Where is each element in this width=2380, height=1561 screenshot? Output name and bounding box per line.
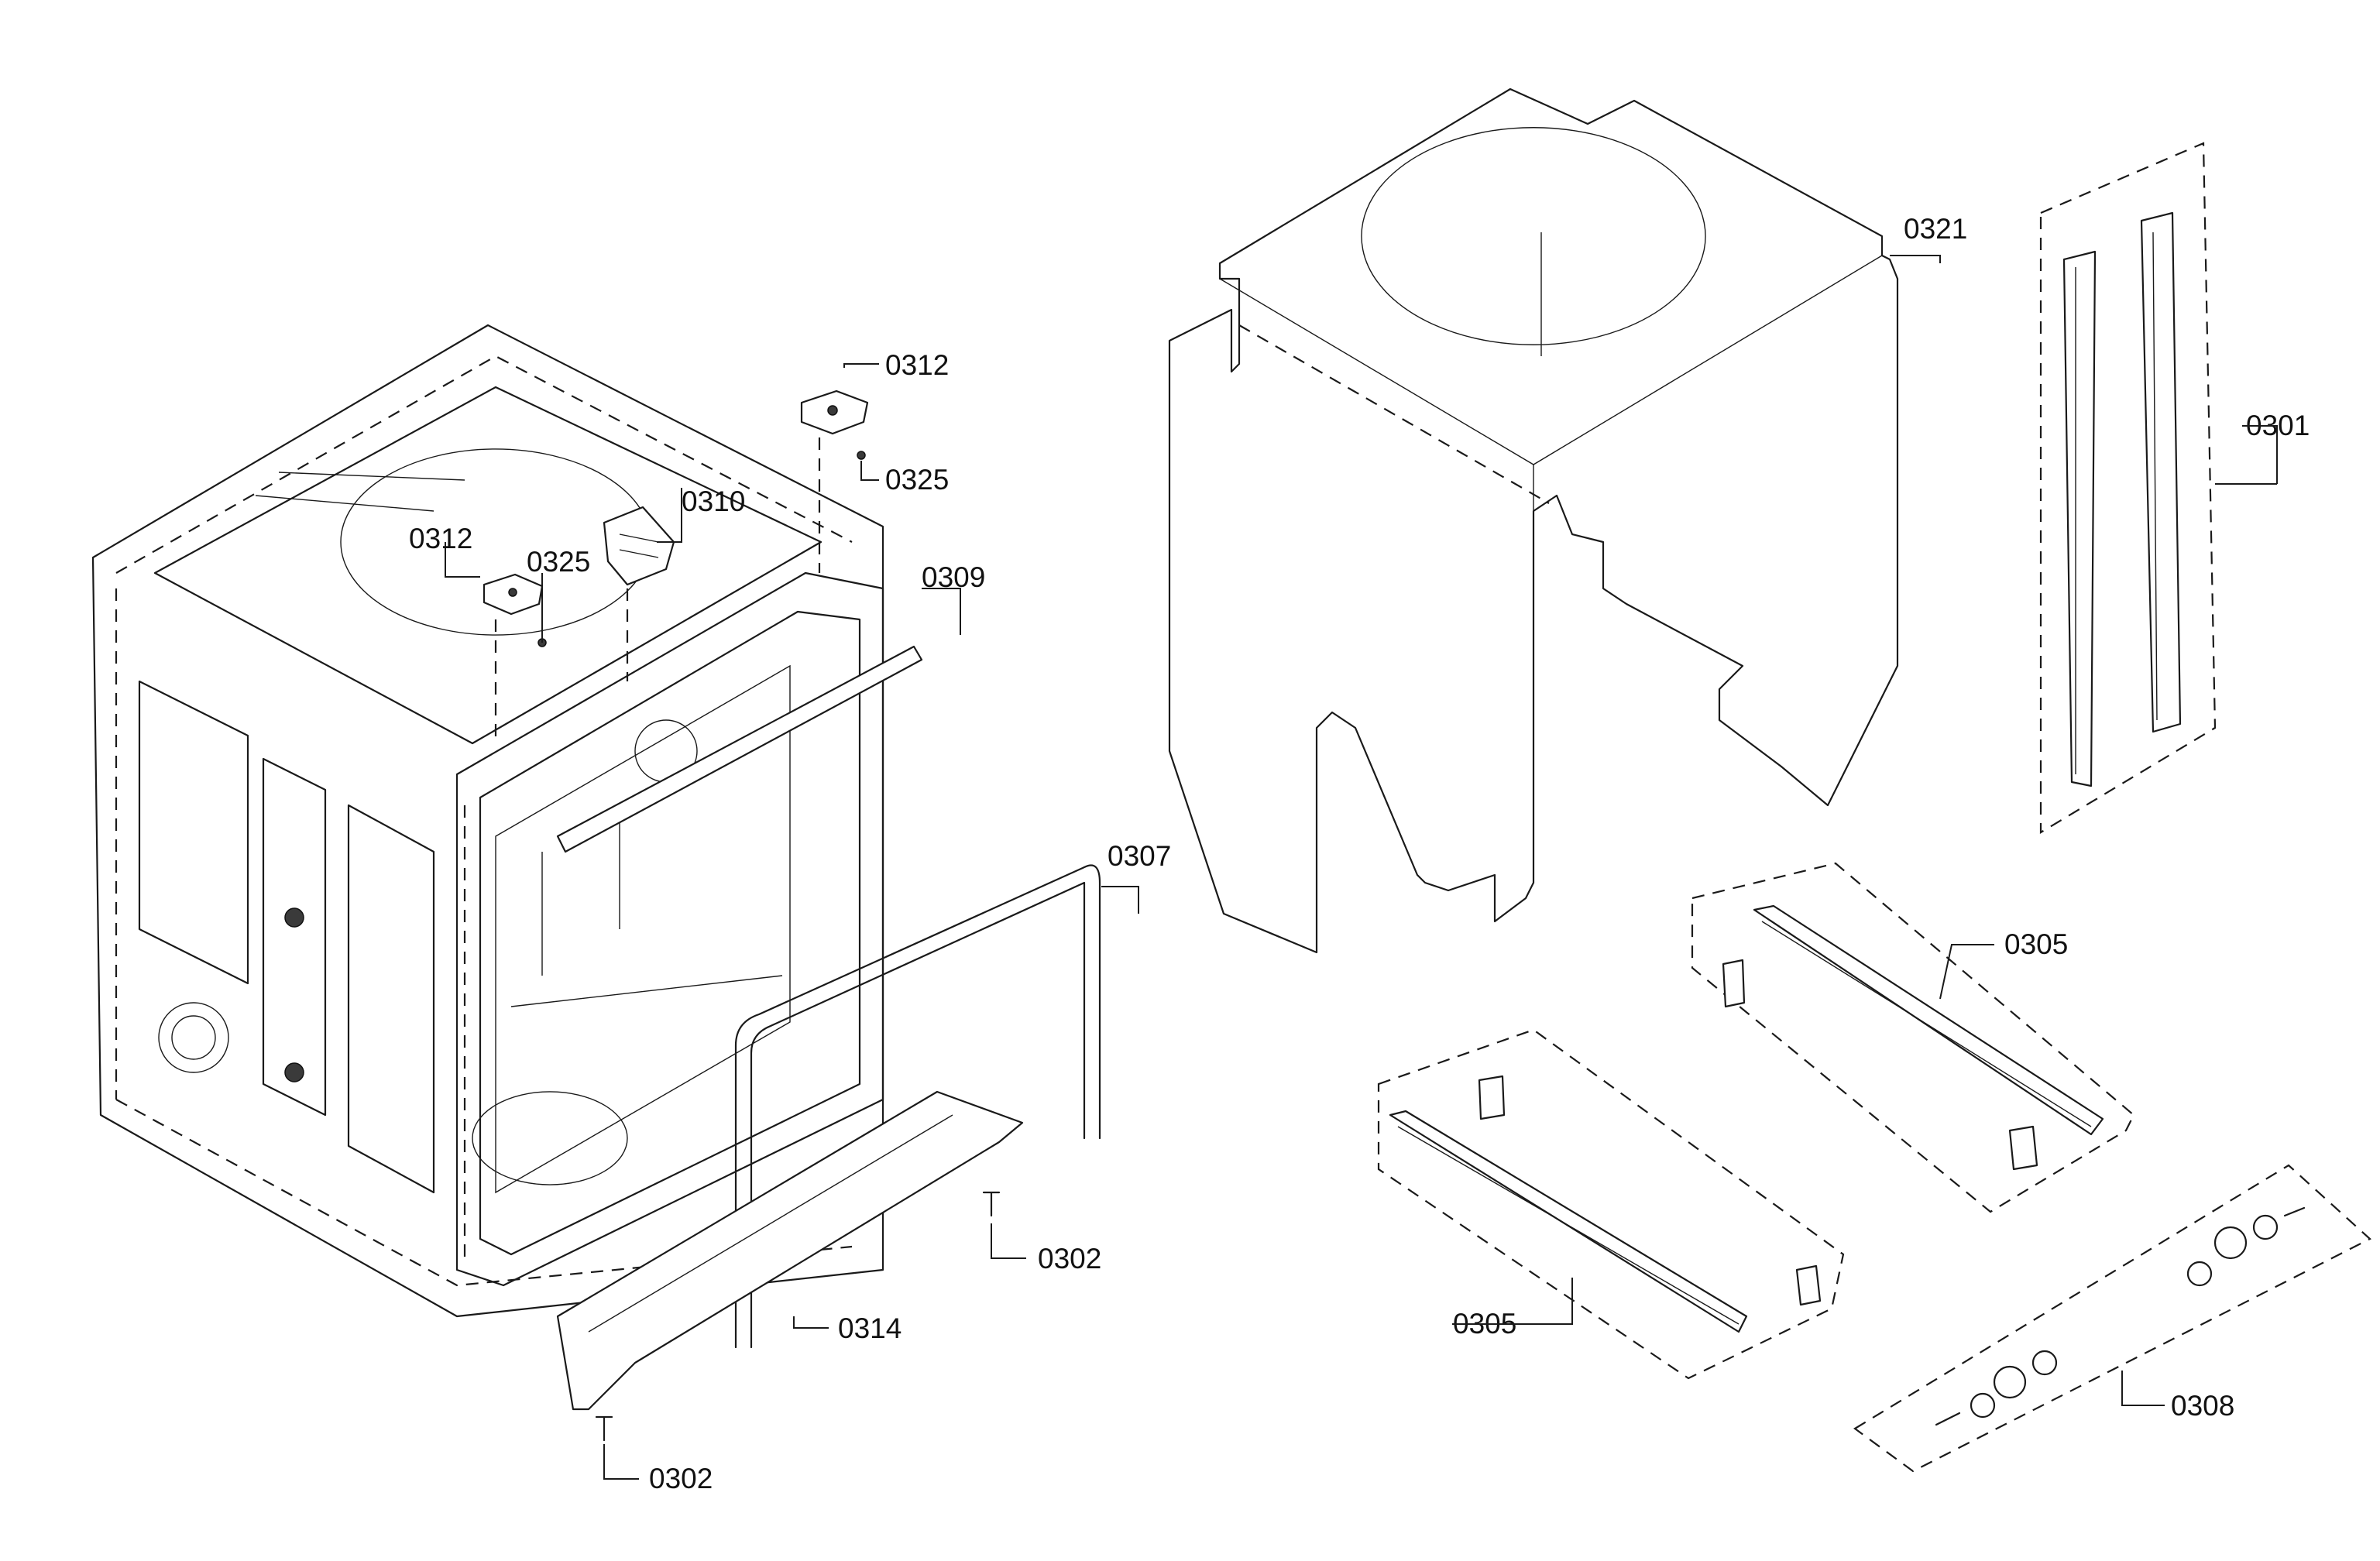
screw-0302-bottom	[595, 1415, 613, 1442]
screw-0325-right	[857, 451, 866, 460]
screw-0302-right	[982, 1191, 1001, 1217]
dishwasher-tub	[91, 324, 884, 1318]
wheel-kit-0308	[1853, 1164, 2371, 1473]
callout-0321: 0321	[1904, 213, 1967, 245]
callout-0325-left: 0325	[527, 546, 590, 578]
callout-0325-right: 0325	[885, 464, 949, 496]
insulation-blanket-0321	[1168, 87, 1899, 954]
callout-0310: 0310	[682, 485, 745, 517]
bottom-trim-0314	[556, 1090, 1024, 1411]
hinge-bracket-0310	[603, 506, 675, 586]
hinge-bracket-top-left	[483, 573, 544, 616]
rail-assembly-0305-upper	[1691, 862, 2135, 1213]
callout-0312-left: 0312	[409, 523, 472, 554]
door-gasket-0307	[734, 864, 1101, 1349]
callout-0309: 0309	[922, 561, 985, 593]
side-trim-set-0301	[2039, 142, 2217, 834]
callout-0307: 0307	[1108, 840, 1171, 872]
callout-0302-bottom: 0302	[649, 1463, 713, 1494]
callout-0308: 0308	[2171, 1390, 2234, 1422]
top-strip-0309	[556, 645, 923, 853]
hinge-bracket-top-right	[800, 389, 869, 435]
callout-0314: 0314	[838, 1312, 902, 1344]
callout-0302-right: 0302	[1038, 1243, 1101, 1275]
rail-assembly-0305-lower	[1377, 1028, 1845, 1380]
callout-0305-upper: 0305	[2004, 928, 2068, 960]
callout-0312-right: 0312	[885, 349, 949, 381]
